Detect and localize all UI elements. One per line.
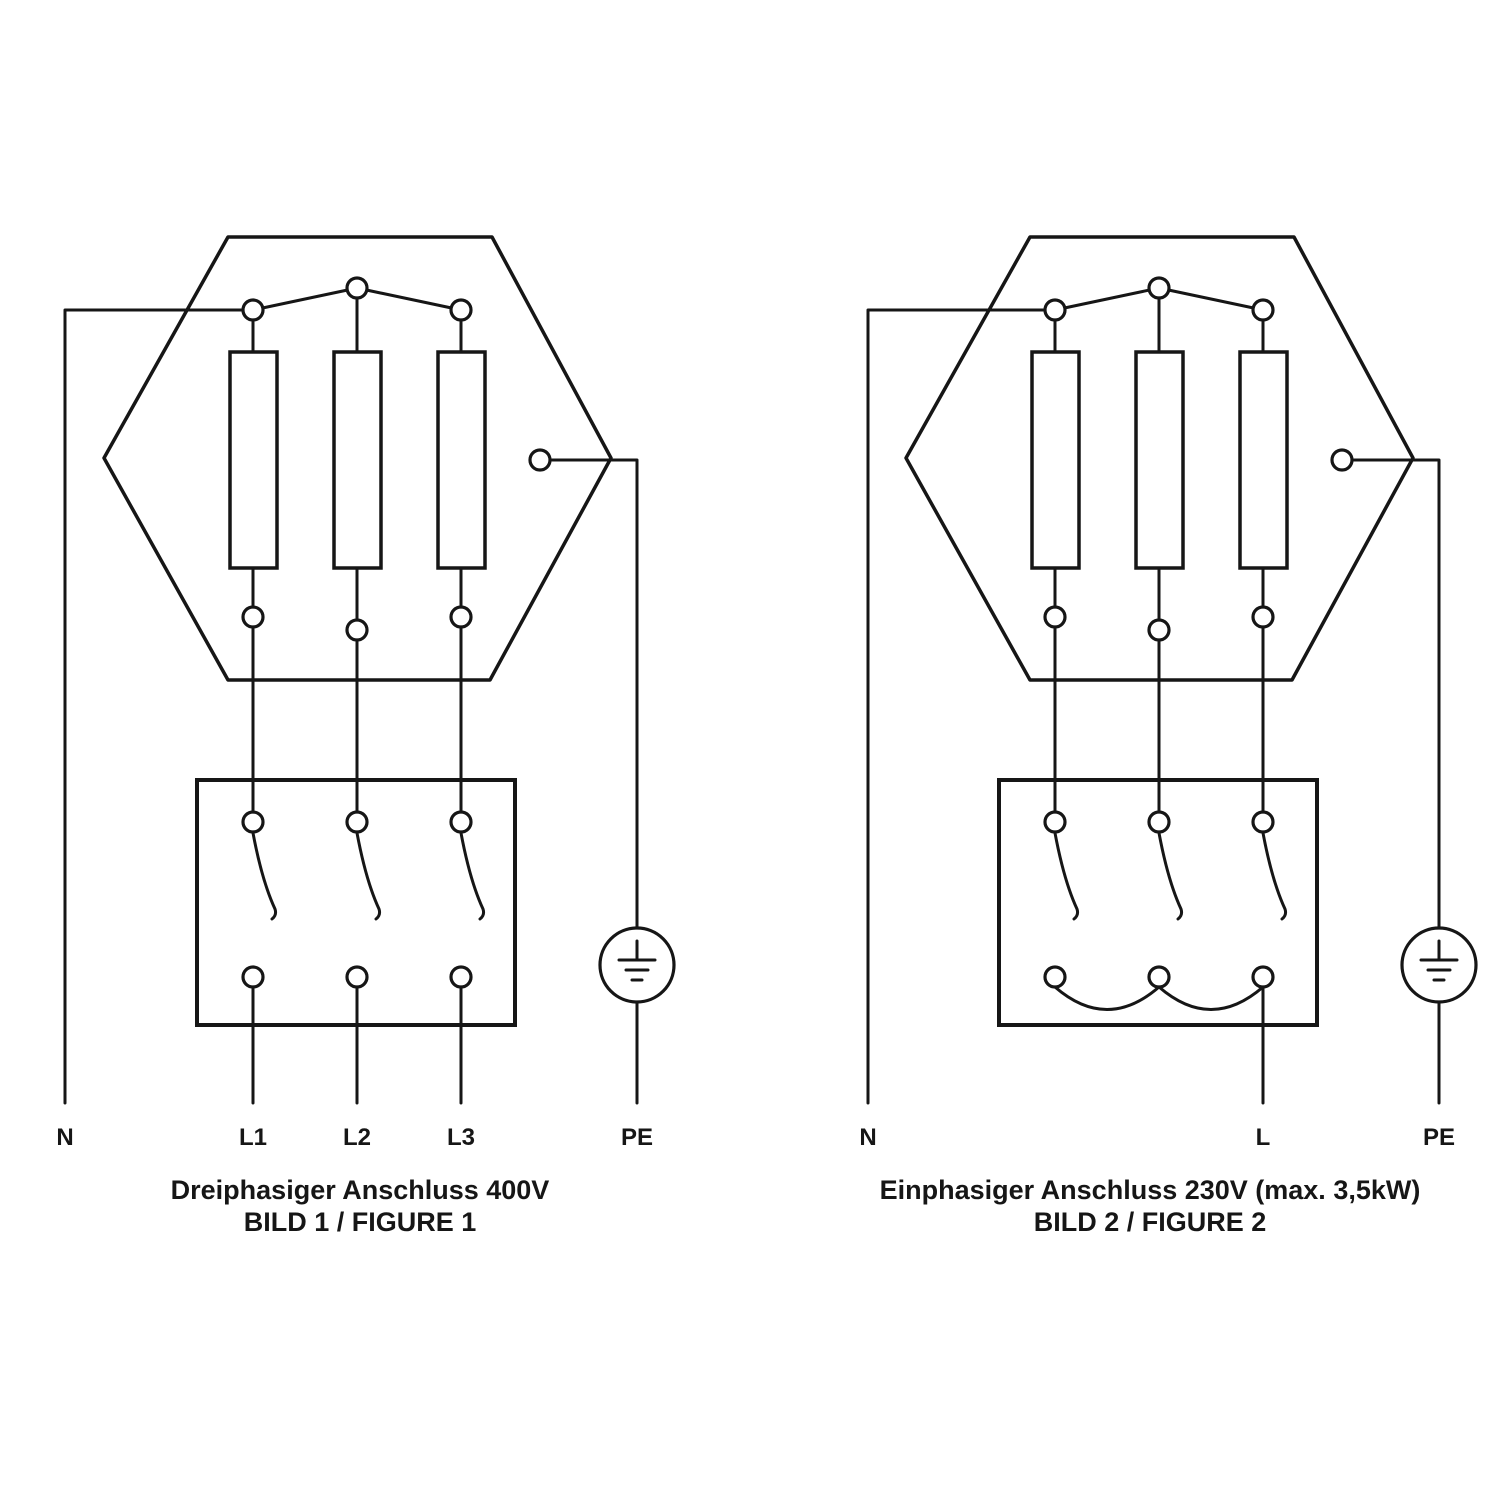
- terminal-label-l1: L1: [239, 1124, 267, 1151]
- switch-top-terminal-3: [449, 810, 473, 834]
- switch-bottom-terminal-3: [449, 965, 473, 989]
- switch-top-terminal-1: [241, 810, 265, 834]
- earth-ground-icon: [1400, 926, 1478, 1004]
- bottom-terminal-3: [1251, 605, 1275, 629]
- switch-top-terminal-2: [345, 810, 369, 834]
- switch-contact-1: [251, 831, 278, 921]
- switch-bottom-terminal-2: [345, 965, 369, 989]
- bottom-terminal-1: [1043, 605, 1067, 629]
- terminal-label-n-fig1: N: [56, 1124, 73, 1151]
- switch-top-terminal-3: [1251, 810, 1275, 834]
- terminal-label-pe-fig1: PE: [621, 1124, 653, 1151]
- switch-bottom-terminal-3: [1251, 965, 1275, 989]
- figure-2-caption-line-2: BILD 2 / FIGURE 2: [1034, 1207, 1267, 1237]
- switch-contact-3: [459, 831, 486, 921]
- switch-contact-3: [1261, 831, 1288, 921]
- switch-contact-2: [355, 831, 382, 921]
- switch-contact-1: [1053, 831, 1080, 921]
- heating-element-2: [1134, 350, 1185, 570]
- pe-wire: [538, 458, 639, 1105]
- switch-output-bridge-links: [1053, 985, 1265, 1011]
- neutral-wire: [63, 308, 255, 1105]
- top-terminal-1: [241, 298, 265, 322]
- heating-element-3: [436, 350, 487, 570]
- earth-ground-icon: [598, 926, 676, 1004]
- top-terminal-1: [1043, 298, 1067, 322]
- top-terminal-2: [1147, 276, 1171, 300]
- bottom-terminal-3: [449, 605, 473, 629]
- switch-bottom-terminal-2: [1147, 965, 1171, 989]
- terminal-label-l3: L3: [447, 1124, 475, 1151]
- switch-bottom-terminal-1: [241, 965, 265, 989]
- wires-to-switch-box: [251, 615, 463, 824]
- top-terminal-3: [1251, 298, 1275, 322]
- terminal-label-n-fig2: N: [859, 1124, 876, 1151]
- bottom-terminal-2: [1147, 618, 1171, 642]
- phase-output-wires: [251, 975, 463, 1105]
- switch-top-terminal-1: [1043, 810, 1067, 834]
- pe-wire: [1340, 458, 1441, 1105]
- switch-top-terminal-2: [1147, 810, 1171, 834]
- top-terminal-3: [449, 298, 473, 322]
- bottom-terminal-1: [241, 605, 265, 629]
- pe-terminal: [1330, 448, 1354, 472]
- terminal-label-l: L: [1256, 1124, 1271, 1151]
- figure-1-caption-line-1: Dreiphasiger Anschluss 400V: [171, 1175, 550, 1205]
- figure-1-three-phase-diagram: N L1 L2 L3 PE Dreiphasiger Anschluss 400…: [56, 235, 676, 1237]
- figure-2-single-phase-diagram: N L PE Einphasiger Anschluss 230V (max. …: [859, 235, 1478, 1237]
- neutral-wire: [866, 308, 1057, 1105]
- wires-to-switch-box: [1053, 615, 1265, 824]
- switch-bottom-terminal-1: [1043, 965, 1067, 989]
- pe-terminal: [528, 448, 552, 472]
- figure-1-caption-line-2: BILD 1 / FIGURE 1: [244, 1207, 477, 1237]
- bottom-terminal-2: [345, 618, 369, 642]
- heating-element-1: [228, 350, 279, 570]
- heating-element-1: [1030, 350, 1081, 570]
- switch-contact-2: [1157, 831, 1184, 921]
- figure-2-caption-line-1: Einphasiger Anschluss 230V (max. 3,5kW): [880, 1175, 1421, 1205]
- terminal-label-pe-fig2: PE: [1423, 1124, 1455, 1151]
- heating-element-3: [1238, 350, 1289, 570]
- heating-element-2: [332, 350, 383, 570]
- switch-box: [195, 778, 517, 1027]
- terminal-label-l2: L2: [343, 1124, 371, 1151]
- top-terminal-2: [345, 276, 369, 300]
- switch-box: [997, 778, 1319, 1027]
